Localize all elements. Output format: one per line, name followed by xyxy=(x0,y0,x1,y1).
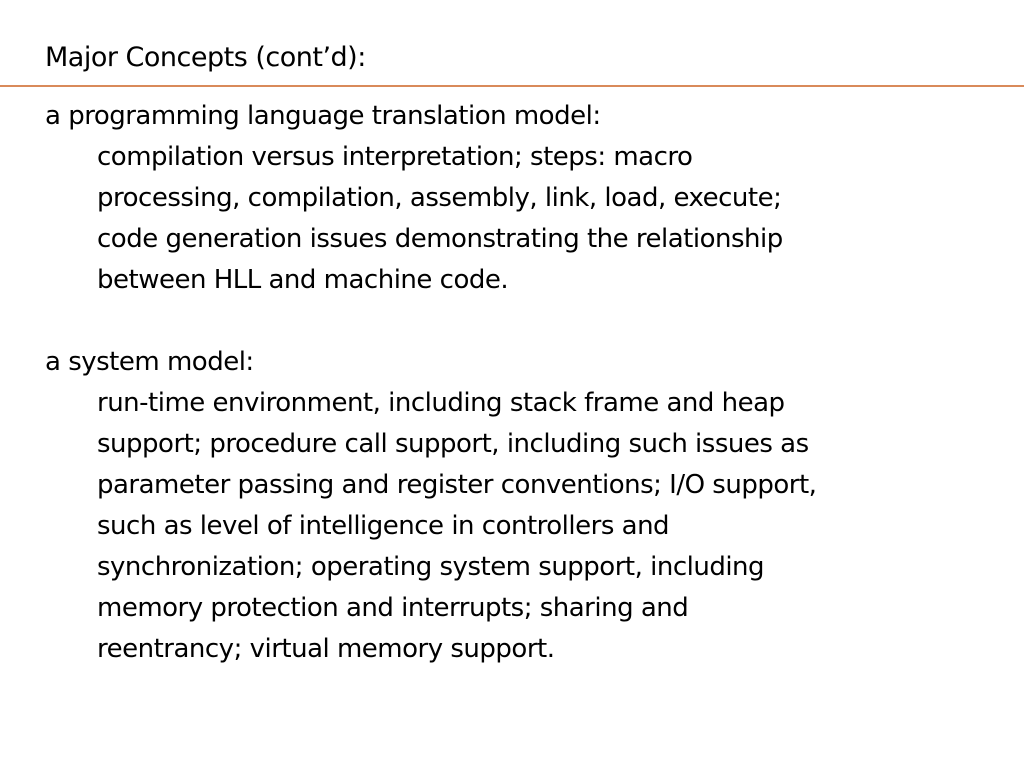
body-line: processing, compilation, assembly, link,… xyxy=(97,183,782,213)
section-translation-model: a programming language translation model… xyxy=(45,96,1005,301)
body-line: compilation versus interpretation; steps… xyxy=(97,142,693,172)
body-line: run-time environment, including stack fr… xyxy=(97,388,785,418)
section-system-model: a system model: run-time environment, in… xyxy=(45,342,1005,670)
slide-content: a programming language translation model… xyxy=(45,96,1005,670)
section-body: run-time environment, including stack fr… xyxy=(45,383,1005,670)
title-divider xyxy=(0,85,1024,87)
slide-title: Major Concepts (cont’d): xyxy=(45,42,366,73)
body-line: such as level of intelligence in control… xyxy=(97,511,670,541)
section-heading: a system model: xyxy=(45,347,254,377)
body-line: synchronization; operating system suppor… xyxy=(97,552,765,582)
body-line: memory protection and interrupts; sharin… xyxy=(97,593,689,623)
section-body: compilation versus interpretation; steps… xyxy=(45,137,1005,301)
body-line: parameter passing and register conventio… xyxy=(97,470,817,500)
section-heading: a programming language translation model… xyxy=(45,101,601,131)
body-line: reentrancy; virtual memory support. xyxy=(97,634,555,664)
body-line: code generation issues demonstrating the… xyxy=(97,224,783,254)
section-spacer xyxy=(45,301,1005,342)
body-line: between HLL and machine code. xyxy=(97,265,509,295)
body-line: support; procedure call support, includi… xyxy=(97,429,809,459)
